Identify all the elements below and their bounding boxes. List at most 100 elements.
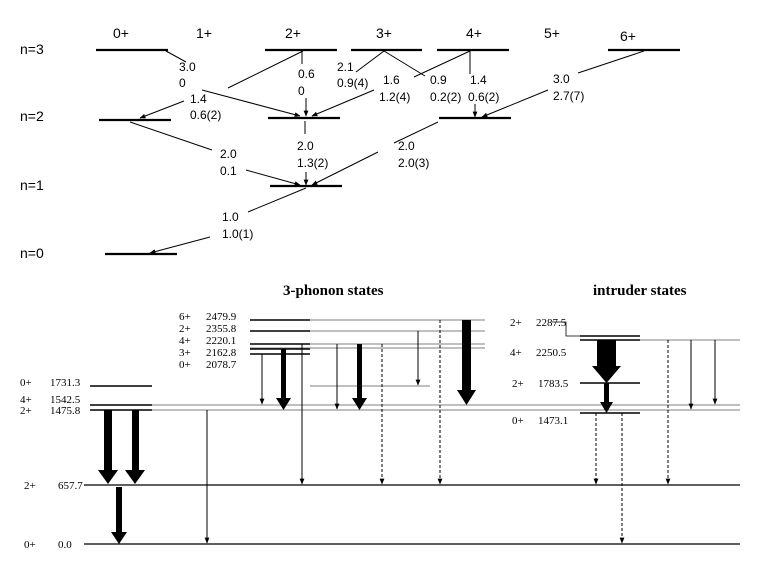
b-e2-experiment: 2.7(7) <box>553 89 584 103</box>
thick-transition-arrows <box>98 320 621 544</box>
energy-label: 2220.1 <box>206 335 236 347</box>
thin-transition-arrows <box>204 331 718 544</box>
row-label-n1: n=1 <box>20 177 44 193</box>
spin-label: 0+ <box>179 359 191 371</box>
b-e2-experiment: 0.6(2) <box>190 108 221 122</box>
strong-transition-arrow <box>600 383 613 413</box>
transition-arrow <box>227 50 304 89</box>
spin-label: 2+ <box>24 480 36 492</box>
energy-label: 657.7 <box>58 480 83 492</box>
strong-transition-arrow <box>276 349 291 410</box>
row-label-n3: n=3 <box>20 41 44 57</box>
b-e2-experiment: 2.0(3) <box>398 156 429 170</box>
transition-arrow <box>311 89 375 117</box>
b-e2-theory: 1.4 <box>470 73 487 87</box>
dashed-transition-arrows <box>379 320 671 544</box>
energy-label: 2162.8 <box>206 347 237 359</box>
strong-transition-arrow <box>592 340 621 383</box>
b-e2-theory: 1.0 <box>222 210 239 224</box>
spin-label: 0+ <box>512 415 524 427</box>
b-e2-theory: 0.6 <box>298 67 315 81</box>
bottom-level-labels: 0+ 0.0 2+ 657.7 0+ 1731.3 4+ 1542.5 2+ 1… <box>20 311 569 551</box>
bottom-levels <box>84 319 740 545</box>
spin-header-1: 1+ <box>196 25 212 41</box>
strong-transition-arrow <box>457 320 476 405</box>
spin-header-0: 0+ <box>113 25 129 41</box>
top-transition-labels: 3.0 0 1.4 0.6(2) 0.6 0 2.1 0.9(4) 1.6 1.… <box>179 60 584 241</box>
energy-label: 2479.9 <box>206 311 237 323</box>
b-e2-experiment: 0 <box>179 76 186 90</box>
energy-label: 2250.5 <box>536 347 567 359</box>
top-levels <box>96 48 680 256</box>
spin-label: 2+ <box>20 405 32 417</box>
b-e2-theory: 2.0 <box>297 139 314 153</box>
spin-label: 0+ <box>20 377 32 389</box>
transition-arrow <box>247 187 307 213</box>
top-transitions <box>129 50 645 254</box>
energy-label: 2287.5 <box>536 317 567 329</box>
b-e2-theory: 2.0 <box>398 139 415 153</box>
energy-label: 0.0 <box>58 539 72 551</box>
energy-label: 1475.8 <box>50 405 81 417</box>
transition-arrow <box>383 50 426 77</box>
spin-header-5: 5+ <box>544 25 560 41</box>
b-e2-experiment: 0 <box>298 84 305 98</box>
title-three-phonon: 3-phonon states <box>283 283 384 299</box>
energy-label: 1542.5 <box>50 394 81 406</box>
b-e2-experiment: 1.0(1) <box>222 227 253 241</box>
spin-label: 4+ <box>510 347 522 359</box>
transition-arrow <box>355 50 385 73</box>
transition-arrow <box>129 121 213 151</box>
spin-label: 0+ <box>24 539 36 551</box>
b-e2-theory: 2.0 <box>220 147 237 161</box>
transition-arrow <box>413 50 471 78</box>
energy-label: 1473.1 <box>538 415 568 427</box>
spin-label: 6+ <box>179 311 191 323</box>
b-e2-experiment: 1.3(2) <box>297 156 328 170</box>
spin-header-3: 3+ <box>376 25 392 41</box>
b-e2-theory: 3.0 <box>553 72 570 86</box>
b-e2-theory: 1.6 <box>383 73 400 87</box>
b-e2-experiment: 1.2(4) <box>379 90 410 104</box>
b-e2-theory: 2.1 <box>337 60 354 74</box>
b-e2-theory: 1.4 <box>190 92 207 106</box>
transition-arrow <box>165 50 187 63</box>
spin-label: 3+ <box>179 347 191 359</box>
b-e2-theory: 0.9 <box>430 73 447 87</box>
b-e2-experiment: 0.6(2) <box>468 90 499 104</box>
transition-arrow <box>201 89 301 117</box>
transition-arrow <box>481 89 549 118</box>
top-panel: 0+ 1+ 2+ 3+ 4+ 5+ 6+ n=3 n=2 n=1 n=0 <box>20 25 680 261</box>
row-label-n0: n=0 <box>20 245 44 261</box>
strong-transition-arrow <box>111 487 127 544</box>
title-intruder: intruder states <box>593 283 687 299</box>
transition-arrow <box>393 121 439 144</box>
spin-header-4: 4+ <box>466 25 482 41</box>
energy-label: 2078.7 <box>206 359 237 371</box>
energy-label: 1731.3 <box>50 377 81 389</box>
b-e2-experiment: 0.2(2) <box>430 90 461 104</box>
spin-label: 4+ <box>20 394 32 406</box>
b-e2-theory: 3.0 <box>179 60 196 74</box>
transition-arrow <box>577 50 645 74</box>
energy-label: 2355.8 <box>206 323 237 335</box>
spin-header-6: 6+ <box>620 28 636 44</box>
strong-transition-arrow <box>352 344 367 410</box>
transition-arrow <box>245 169 301 186</box>
b-e2-experiment: 0.1 <box>220 164 237 178</box>
spin-label: 2+ <box>510 317 522 329</box>
transition-arrow <box>149 236 211 254</box>
b-e2-experiment: 0.9(4) <box>337 76 368 90</box>
energy-label: 1783.5 <box>538 378 569 390</box>
strong-transition-arrow <box>125 410 145 484</box>
transition-arrow <box>139 100 185 119</box>
row-label-n2: n=2 <box>20 108 44 124</box>
spin-header-2: 2+ <box>285 25 301 41</box>
bottom-panel: 3-phonon states intruder states <box>20 283 740 551</box>
transition-arrow <box>311 151 379 186</box>
label-connector <box>552 321 580 337</box>
strong-transition-arrow <box>98 410 118 484</box>
spin-label: 2+ <box>512 378 524 390</box>
spin-label: 4+ <box>179 335 191 347</box>
